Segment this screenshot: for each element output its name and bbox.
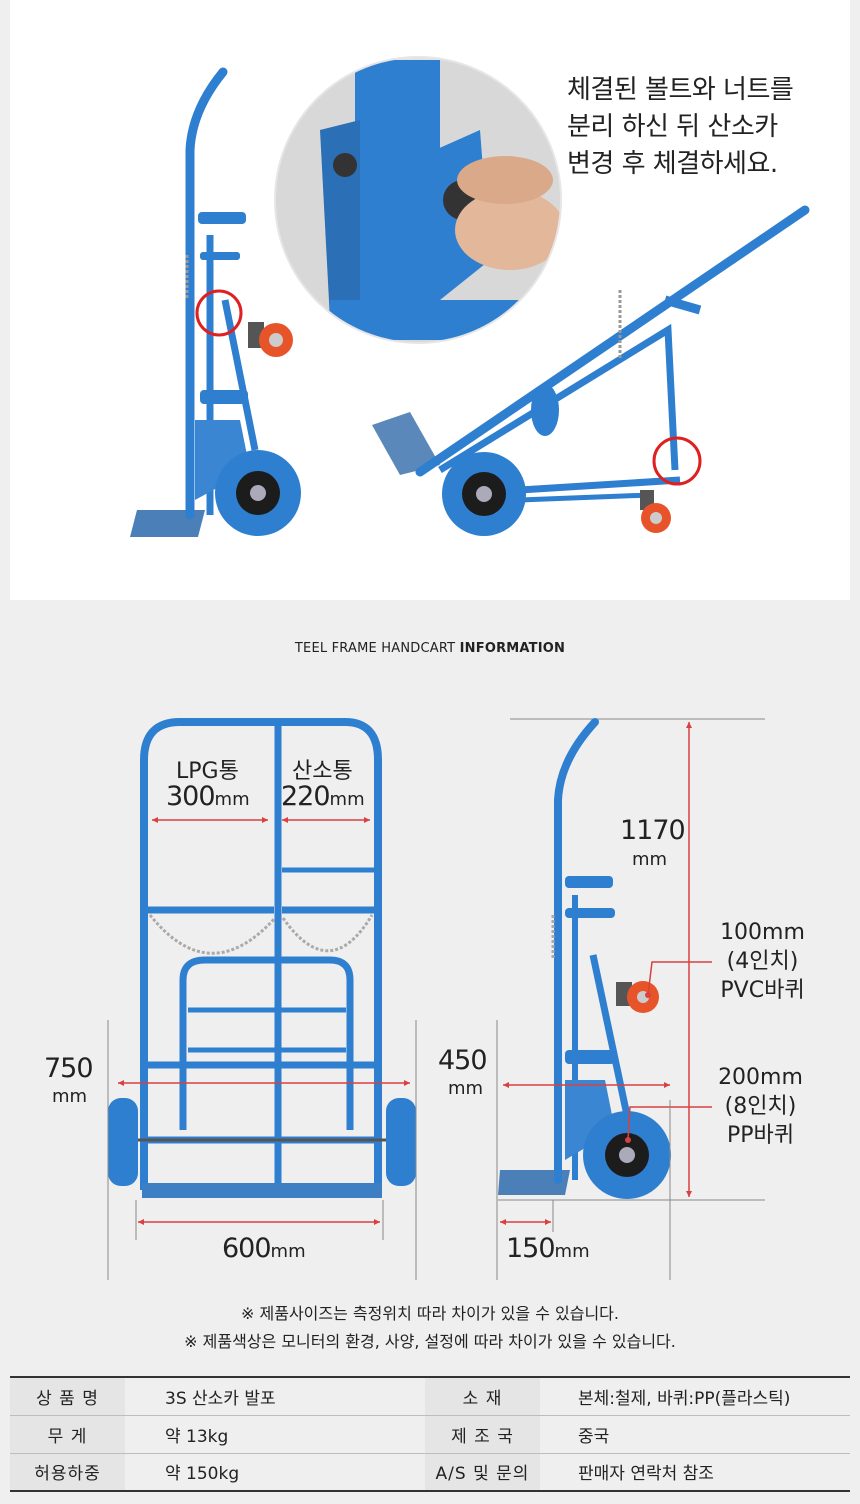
lpg-label: LPG통 xyxy=(176,759,239,784)
bolt-closeup-illustration xyxy=(274,56,562,344)
height-1170-unit: mm xyxy=(632,849,668,870)
spec-value: 약 150kg xyxy=(125,1452,425,1492)
spec-table: 상 품 명 3S 산소카 발포 소 재 본체:철제, 바퀴:PP(플라스틱) 무… xyxy=(10,1376,850,1492)
spec-value: 약 13kg xyxy=(125,1414,425,1454)
height-750-value: 750 xyxy=(44,1053,94,1084)
height-450-value: 450 xyxy=(438,1045,488,1076)
spec-key: A/S 및 문의 xyxy=(425,1452,540,1492)
reclined-cart-illustration xyxy=(372,205,810,536)
spec-key: 소 재 xyxy=(425,1376,540,1416)
note-line: ※ 제품사이즈는 측정위치 따라 차이가 있을 수 있습니다. xyxy=(241,1304,619,1323)
lpg-dimension: 300mm xyxy=(166,781,250,812)
instruction-line: 변경 후 체결하세요. xyxy=(567,149,778,179)
section-title: TEEL FRAME HANDCART INFORMATION xyxy=(294,641,566,656)
spec-key: 무 게 xyxy=(10,1414,125,1454)
assembly-instruction: 체결된 볼트와 너트를 분리 하신 뒤 산소카 변경 후 체결하세요. xyxy=(567,72,847,183)
spec-key: 상 품 명 xyxy=(10,1376,125,1416)
spec-value: 본체:철제, 바퀴:PP(플라스틱) xyxy=(540,1376,850,1416)
big-wheel-spec: 200mm (8인치) PP바퀴 xyxy=(718,1065,803,1148)
spec-key: 허용하중 xyxy=(10,1452,125,1492)
spec-value: 3S 산소카 발포 xyxy=(125,1376,425,1416)
disclaimer-notes: ※ 제품사이즈는 측정위치 따라 차이가 있을 수 있습니다. ※ 제품색상은 … xyxy=(0,1300,860,1356)
instruction-line: 체결된 볼트와 너트를 xyxy=(567,75,794,105)
oxygen-dimension: 220mm xyxy=(281,781,365,812)
table-row: 상 품 명 3S 산소카 발포 소 재 본체:철제, 바퀴:PP(플라스틱) xyxy=(10,1376,850,1416)
front-view-diagram xyxy=(107,718,417,1280)
oxygen-label: 산소통 xyxy=(292,759,353,784)
height-450-unit: mm xyxy=(448,1078,484,1099)
width-600-dimension: 600mm xyxy=(222,1233,306,1264)
height-750-unit: mm xyxy=(52,1086,88,1107)
height-1170-value: 1170 xyxy=(620,815,686,846)
plate-150-dimension: 150mm xyxy=(506,1233,590,1264)
spec-key: 제 조 국 xyxy=(425,1414,540,1454)
note-line: ※ 제품색상은 모니터의 환경, 사양, 설정에 따라 차이가 있을 수 있습니… xyxy=(184,1332,676,1351)
instruction-line: 분리 하신 뒤 산소카 xyxy=(567,112,778,142)
small-wheel-spec: 100mm (4인치) PVC바퀴 xyxy=(720,920,805,1003)
side-view-diagram xyxy=(496,718,765,1280)
spec-value: 중국 xyxy=(540,1414,850,1454)
table-row: 허용하중 약 150kg A/S 및 문의 판매자 연락처 참조 xyxy=(10,1452,850,1492)
upright-cart-illustration xyxy=(130,67,301,537)
spec-value: 판매자 연락처 참조 xyxy=(540,1452,850,1492)
table-row: 무 게 약 13kg 제 조 국 중국 xyxy=(10,1414,850,1454)
